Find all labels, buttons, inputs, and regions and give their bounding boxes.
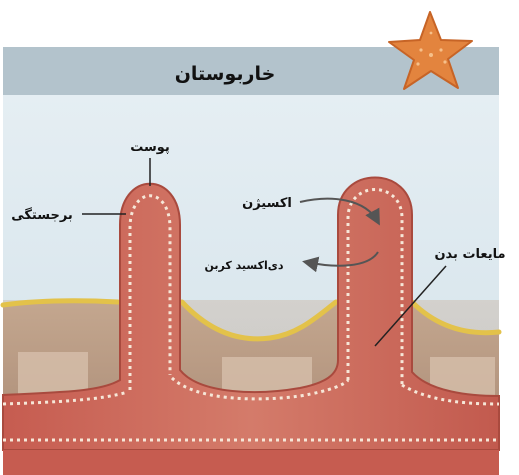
diagram-title: خاربوستان: [175, 63, 276, 85]
label-bump: برجستگی: [11, 207, 73, 223]
label-skin: پوست: [130, 140, 170, 155]
label-co2: دی‌اکسید کربن: [204, 259, 283, 272]
label-oxygen: اکسیژن: [242, 196, 292, 211]
label-body-fluids: مایعات بدن: [434, 247, 505, 262]
lower-band: [3, 450, 499, 475]
